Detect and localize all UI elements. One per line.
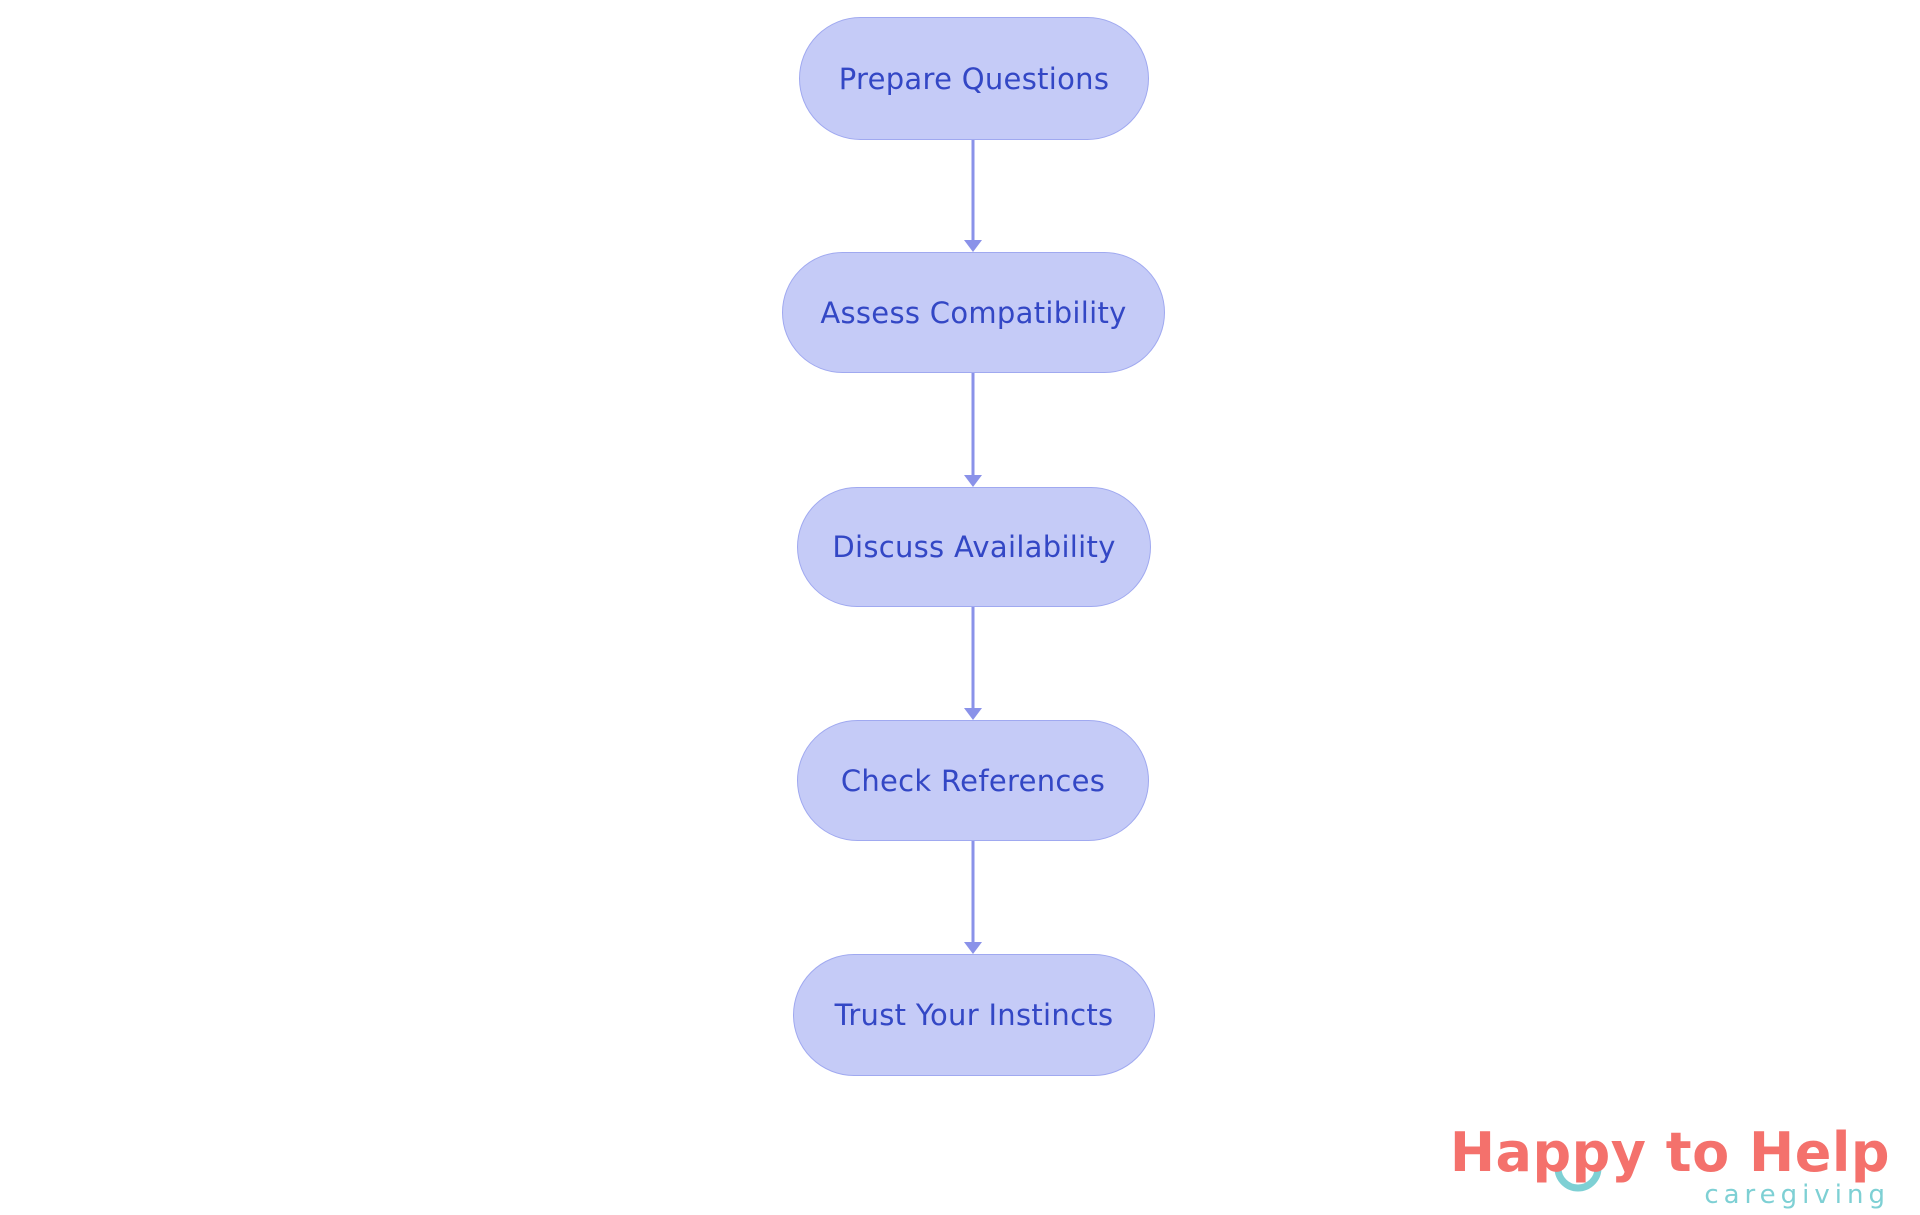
- flow-node-label: Assess Compatibility: [820, 295, 1127, 330]
- flow-node-label: Prepare Questions: [838, 61, 1110, 96]
- flow-node-label: Discuss Availability: [832, 530, 1116, 564]
- happy-to-help-logo: Happy to Help caregiving: [1449, 1121, 1890, 1211]
- flow-node-trust-your-instincts: Trust Your Instincts: [793, 954, 1155, 1076]
- flow-node-label: Trust Your Instincts: [834, 998, 1114, 1032]
- arrow-connector-4: [962, 841, 984, 954]
- flow-node-discuss-availability: Discuss Availability: [797, 487, 1151, 607]
- arrow-head-icon: [964, 240, 982, 252]
- flow-node-prepare-questions: Prepare Questions: [799, 17, 1149, 140]
- flow-node-check-references: Check References: [797, 720, 1149, 841]
- arrow-shaft: [971, 841, 975, 945]
- smile-icon: [1554, 1164, 1602, 1192]
- logo-brand-text: Happy to Help: [1449, 1121, 1890, 1184]
- arrow-shaft: [971, 607, 975, 711]
- arrow-connector-1: [962, 140, 984, 252]
- flow-node-assess-compatibility: Assess Compatibility: [782, 252, 1165, 373]
- arrow-head-icon: [964, 708, 982, 720]
- arrow-shaft: [971, 373, 975, 478]
- arrow-connector-2: [962, 373, 984, 487]
- logo-tagline-text: caregiving: [1704, 1180, 1890, 1210]
- arrow-connector-3: [962, 607, 984, 720]
- arrow-head-icon: [964, 942, 982, 954]
- arrow-head-icon: [964, 475, 982, 487]
- flow-node-label: Check References: [840, 763, 1106, 798]
- arrow-shaft: [971, 140, 975, 243]
